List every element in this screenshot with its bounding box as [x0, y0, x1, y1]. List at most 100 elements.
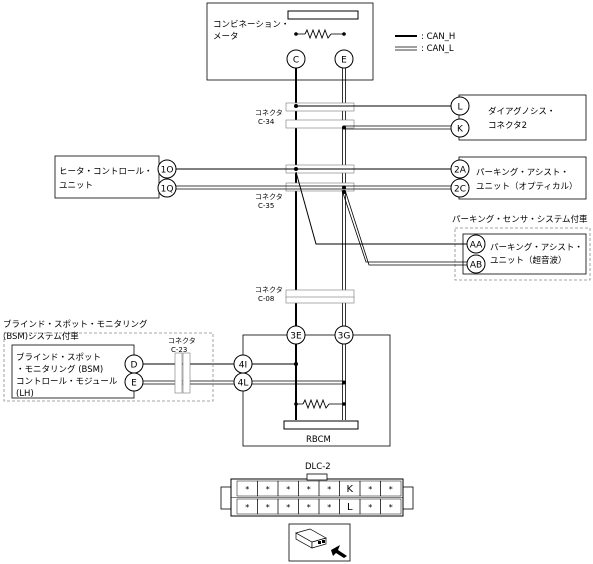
- junction-dot: [342, 380, 346, 385]
- pin-diag-l: L: [450, 96, 470, 116]
- dlc-pin-label: *: [245, 503, 249, 512]
- connector-c23-label-1: コネクタ: [168, 336, 196, 345]
- junction-dot: [342, 125, 346, 130]
- pin-ultra-aa-label: AA: [470, 241, 483, 251]
- junction-dot: [294, 167, 298, 171]
- dlc-pin-label: *: [266, 503, 270, 512]
- combination-meter-terminal-bar: [287, 10, 359, 20]
- dlc-pin-cell: [380, 480, 402, 497]
- pin-ultra-aa: AA: [466, 234, 486, 254]
- pin-diag-k-label: K: [457, 125, 464, 135]
- dlc-pin-label: *: [245, 485, 249, 494]
- rbcm-terminal-bar: [283, 420, 359, 430]
- connector-c34-lower: [285, 119, 355, 129]
- connector-c34-label-2: C-34: [258, 118, 275, 126]
- diagnosis-connector-label-1: ダイアグノシス・: [488, 106, 555, 117]
- heater-control-unit-box: [54, 155, 160, 199]
- junction-dot: [342, 190, 346, 194]
- bsm-control-module-box: [11, 344, 135, 399]
- dlc-pin-cell: [380, 498, 402, 515]
- dlc-connector: *****K*******L**: [220, 473, 414, 517]
- pin-ultra-ab: AB: [466, 254, 486, 274]
- junction-dot: [294, 362, 298, 366]
- parking-assist-optical-box: [458, 156, 587, 200]
- pin-rbcm-3e: 3E: [286, 325, 306, 345]
- parking-assist-optical-label-2: ユニット（オプティカル）: [476, 181, 578, 192]
- connector-c35-label-1: コネクタ: [255, 192, 283, 201]
- connector-c23-right: [182, 352, 191, 394]
- dlc-pin-label: *: [266, 485, 270, 494]
- heater-control-label-2: ユニット: [59, 181, 93, 191]
- connector-c35-label-2: C-35: [258, 202, 274, 210]
- pin-optical-2a-label: 2A: [454, 166, 467, 176]
- can-h-to-ultrasonic: [295, 171, 468, 245]
- connector-c34-upper: [285, 102, 355, 112]
- pin-bsm-d: D: [124, 354, 144, 374]
- dlc-pin-label: L: [347, 502, 353, 513]
- pin-bsm-d-label: D: [131, 361, 138, 371]
- dlc-label: DLC-2: [305, 462, 331, 472]
- parking-sensor-system-label: パーキング・センサ・システム付車: [452, 214, 588, 225]
- bsm-module-label-4: (LH): [16, 389, 34, 399]
- junction-dot: [294, 104, 298, 108]
- combination-meter-label-2: メータ: [213, 32, 239, 42]
- connector-c08-lower: [285, 296, 355, 304]
- meter-junction-dot: [342, 32, 346, 36]
- bsm-module-label-3: コントロール・モジュール: [16, 377, 118, 387]
- heater-control-label-1: ヒータ・コントロール・: [59, 167, 153, 177]
- dlc-pin-label: K: [347, 484, 354, 495]
- bsm-system-frame: [3, 332, 214, 402]
- connector-c23-left: [174, 352, 183, 394]
- pin-rbcm-3e-label: 3E: [290, 332, 302, 342]
- pin-rbcm-4l: 4L: [233, 372, 253, 392]
- diagnosis-connector-box: [458, 94, 587, 141]
- combination-meter-label-1: コンビネーション・: [213, 20, 289, 30]
- pin-rbcm-4i-label: 4I: [239, 361, 247, 371]
- connector-c08-label-2: C-08: [258, 295, 274, 303]
- parking-sensor-system-frame: [454, 227, 591, 281]
- legend-can-h: : CAN_H: [421, 32, 455, 42]
- pin-rbcm-3g-label: 3G: [338, 332, 351, 342]
- pin-diag-k: K: [450, 118, 470, 138]
- pin-heater-1q: 1Q: [157, 178, 177, 198]
- pin-optical-2c-label: 2C: [454, 185, 466, 195]
- connector-c23-label-2: C-23: [171, 346, 187, 354]
- dlc-pin-label: *: [368, 485, 372, 494]
- dlc-pin-label: *: [327, 485, 331, 494]
- pin-meter-e: E: [334, 49, 354, 69]
- pin-rbcm-3g: 3G: [334, 325, 354, 345]
- dlc-pin-label: *: [286, 485, 290, 494]
- dlc-pin-label: *: [286, 503, 290, 512]
- pin-meter-e-label: E: [341, 56, 347, 66]
- dlc-pin-label: *: [389, 485, 393, 494]
- pin-heater-1o-label: 1O: [161, 166, 174, 176]
- pin-meter-c-label: C: [293, 56, 299, 66]
- pin-heater-1o: 1O: [157, 159, 177, 179]
- connector-view-icon: [288, 523, 351, 562]
- resistor-icon: [302, 398, 330, 410]
- parking-assist-optical-label-1: パーキング・アシスト・: [476, 167, 569, 178]
- pin-optical-2a: 2A: [450, 159, 470, 179]
- pin-optical-2c: 2C: [450, 178, 470, 198]
- rbcm-label: RBCM: [306, 435, 331, 445]
- resistor-icon: [304, 28, 332, 40]
- connector-c08-label-1: コネクタ: [255, 285, 283, 294]
- pin-meter-c: C: [286, 49, 306, 69]
- pin-bsm-e: E: [124, 372, 144, 392]
- rbcm-junction-dot: [342, 402, 346, 406]
- parking-assist-ultrasonic-label-2: ユニット（超音波）: [490, 255, 567, 266]
- rbcm-junction-dot: [294, 402, 298, 406]
- junction-dot: [342, 185, 346, 190]
- meter-junction-dot: [294, 32, 298, 36]
- bsm-system-label-2: (BSM)システム付車: [3, 331, 79, 342]
- diagnosis-connector-label-2: コネクタ2: [488, 121, 527, 131]
- dlc-pin-label: *: [327, 503, 331, 512]
- can-l-to-ultrasonic-b: [344, 189, 468, 266]
- connector-c35-lower: [285, 182, 355, 192]
- bsm-module-label-2: ・モニタリング (BSM): [16, 364, 103, 375]
- bsm-system-label-1: ブラインド・スポット・モニタリング: [3, 319, 148, 330]
- dlc-pin-label: *: [307, 485, 311, 494]
- dlc-pin-label: *: [368, 503, 372, 512]
- parking-assist-ultrasonic-label-1: パーキング・アシスト・: [490, 242, 583, 253]
